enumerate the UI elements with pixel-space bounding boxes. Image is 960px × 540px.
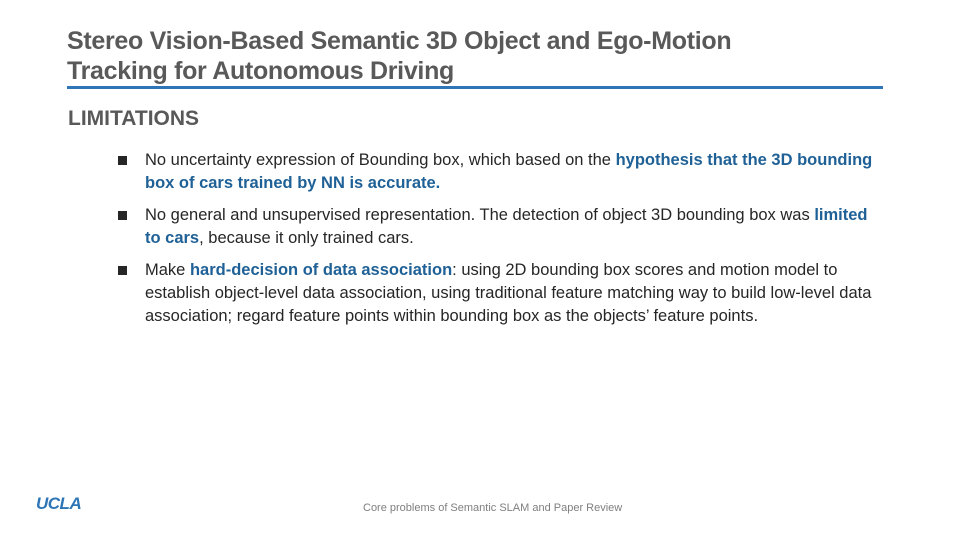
- bullet-text: No general and unsupervised representati…: [145, 206, 815, 224]
- bullet-text: Make: [145, 261, 190, 279]
- bullet-text: : using 2D bounding box scores and motio…: [145, 261, 872, 325]
- title-divider: [67, 86, 883, 89]
- title-line-1: Stereo Vision-Based Semantic 3D Object a…: [67, 27, 732, 55]
- square-bullet-icon: [118, 211, 127, 220]
- ucla-logo: UCLA: [36, 494, 82, 513]
- bullet-highlight: limited to cars: [145, 206, 868, 247]
- footer-text: Core problems of Semantic SLAM and Paper…: [363, 502, 623, 514]
- title-line-2: Tracking for Autonomous Driving: [67, 57, 455, 85]
- bullet-item: No general and unsupervised representati…: [118, 204, 878, 250]
- slide-title: Stereo Vision-Based Semantic 3D Object a…: [67, 26, 887, 86]
- bullet-item: Make hard-decision of data association: …: [118, 259, 878, 328]
- bullet-highlight: hard-decision of data association: [189, 261, 453, 279]
- bullet-list: No uncertainty expression of Bounding bo…: [118, 149, 878, 337]
- bullet-text: No uncertainty expression of Bounding bo…: [145, 151, 616, 169]
- square-bullet-icon: [118, 266, 127, 275]
- bullet-item: No uncertainty expression of Bounding bo…: [118, 149, 878, 195]
- bullet-text: , because it only trained cars.: [199, 229, 414, 247]
- bullet-highlight: hypothesis that the 3D bounding box of c…: [145, 151, 873, 192]
- square-bullet-icon: [118, 156, 127, 165]
- section-heading: LIMITATIONS: [68, 107, 200, 130]
